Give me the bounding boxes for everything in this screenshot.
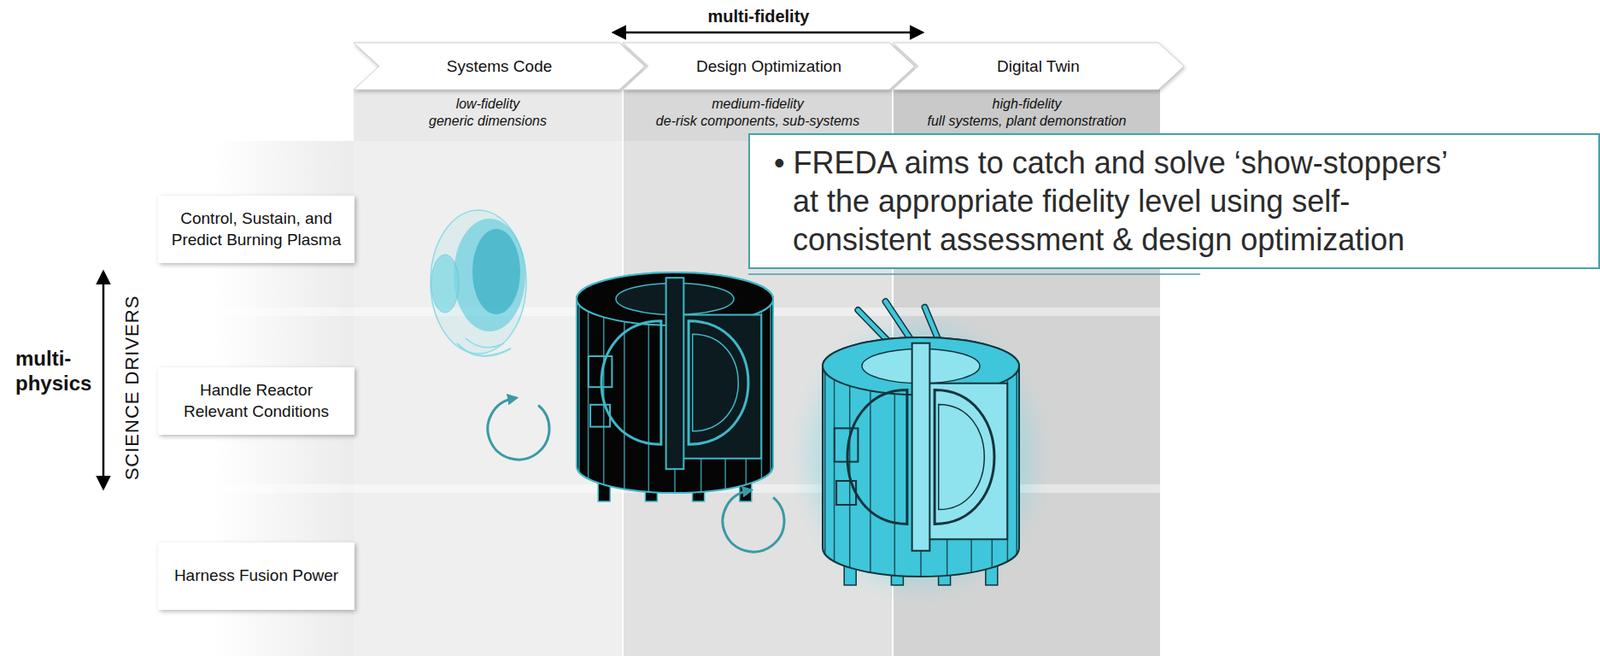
fidelity-arrow [614,31,922,35]
stage-title: Design Optimization [696,57,842,77]
plasma-lobe [431,254,459,313]
cutaway [920,383,1008,540]
port [590,404,610,428]
plasma-illustration [430,210,527,357]
coil-rib [869,390,872,573]
stage-chevron: Digital Twin [892,42,1184,90]
plasma-outer [430,210,527,354]
stage-title: Digital Twin [996,57,1080,77]
callout-text: • FREDA aims to catch and solve ‘show-st… [792,143,1477,259]
tokamak-high [809,301,1032,586]
divertor-line [465,338,505,348]
vessel-body [822,337,1020,577]
plasma-mid [453,218,526,332]
coil-rib [587,311,590,480]
d-coil [692,334,739,432]
driver-text: Control, Sustain, and Predict Burning Pl… [168,208,345,251]
coil-rib [648,324,651,493]
physics-arrow [102,272,106,488]
fidelity-note: medium-fidelity [711,96,804,112]
central-solenoid [912,343,931,551]
callout-underline [748,273,1201,276]
fidelity-note: low-fidelity [456,96,521,112]
callout-box: • FREDA aims to catch and solve ‘show-st… [748,133,1600,270]
driver-text: Handle Reactor Relevant Conditions [168,380,345,422]
cycle-arrow [487,398,550,460]
port [588,356,613,387]
d-coil [934,390,995,525]
driver-text: Harness Fusion Power [174,565,339,587]
stage-title: Systems Code [446,57,553,77]
d-coil [688,321,749,445]
central-solenoid [666,277,685,469]
axis-label: SCIENCE DRIVERS [121,295,144,481]
coil-rib [578,304,581,473]
tokamak-glow [809,328,1032,586]
d-coil [938,404,985,510]
science-driver-box: Handle Reactor Relevant Conditions [158,367,355,435]
fidelity-note: high-fidelity [992,96,1062,112]
cutaway [674,315,762,459]
axis-label: multi-fidelity [708,6,810,27]
port [834,427,859,462]
fidelity-note: full systems, plant demonstration [927,113,1127,129]
coil-rib [833,379,836,562]
chevron-outline [622,42,915,90]
chevron-outline [892,42,1184,90]
cycle-arrow [722,491,785,552]
fidelity-note: de-risk components, sub-systems [656,113,860,129]
fidelity-note: generic dimensions [428,113,547,129]
port [836,480,856,505]
coil-rib [1015,372,1018,555]
coil-rib [894,393,897,576]
coil-rib [623,322,626,490]
science-driver-box: Control, Sustain, and Predict Burning Pl… [158,195,355,264]
tokamak-medium [576,272,774,502]
divertor-line [457,343,511,357]
science-driver-box: Harness Fusion Power [158,542,355,610]
column-header-ground [353,89,623,141]
vessel-body [576,272,774,493]
plasma-core [472,228,521,315]
coil-rib [769,304,772,473]
chevron-outline [353,42,645,90]
coil-rib [824,372,827,555]
stage-chevron: Systems Code [353,42,645,90]
axis-label: multi- physics [15,346,92,397]
stage-chevron: Design Optimization [622,42,915,90]
